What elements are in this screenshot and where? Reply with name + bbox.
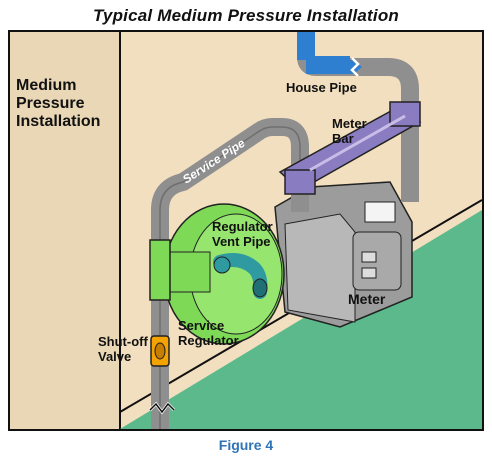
meter-label: Meter [348, 291, 386, 307]
installation-label-line-3: Installation [16, 113, 100, 130]
meter-bar [278, 101, 422, 195]
installation-label-line-2: Pressure [16, 95, 85, 112]
regulator-vent-pipe-label-line-2: Vent Pipe [212, 234, 271, 249]
meter-bar-label-line-2: Bar [332, 131, 354, 146]
service-regulator-label-line-1: Service [178, 318, 224, 333]
meter-bar-label-line-1: Meter [332, 116, 367, 131]
service-regulator-label-line-2: Regulator [178, 333, 239, 348]
page-title: Typical Medium Pressure Installation [92, 6, 400, 25]
meter [274, 181, 413, 328]
service-pipe-elbow [281, 118, 309, 182]
shutoff-valve [150, 335, 170, 367]
side-wall [10, 32, 120, 429]
regulator-vent-pipe [213, 253, 268, 299]
installation-label-line-1: Medium [16, 77, 76, 94]
diagram-frame: Medium Pressure Installation House Pipe … [8, 30, 484, 431]
service-regulator [149, 203, 285, 345]
service-pipe [148, 118, 282, 429]
shutoff-valve-label-line-1: Shut-off [98, 334, 148, 349]
regulator-vent-pipe-label-line-1: Regulator [212, 219, 273, 234]
house-pipe-label: House Pipe [286, 80, 357, 95]
figure-caption: Figure 4 [218, 437, 274, 453]
shutoff-valve-label-line-2: Valve [98, 349, 131, 364]
house-pipe [297, 32, 419, 137]
installation-diagram: Medium Pressure Installation House Pipe … [10, 32, 482, 429]
